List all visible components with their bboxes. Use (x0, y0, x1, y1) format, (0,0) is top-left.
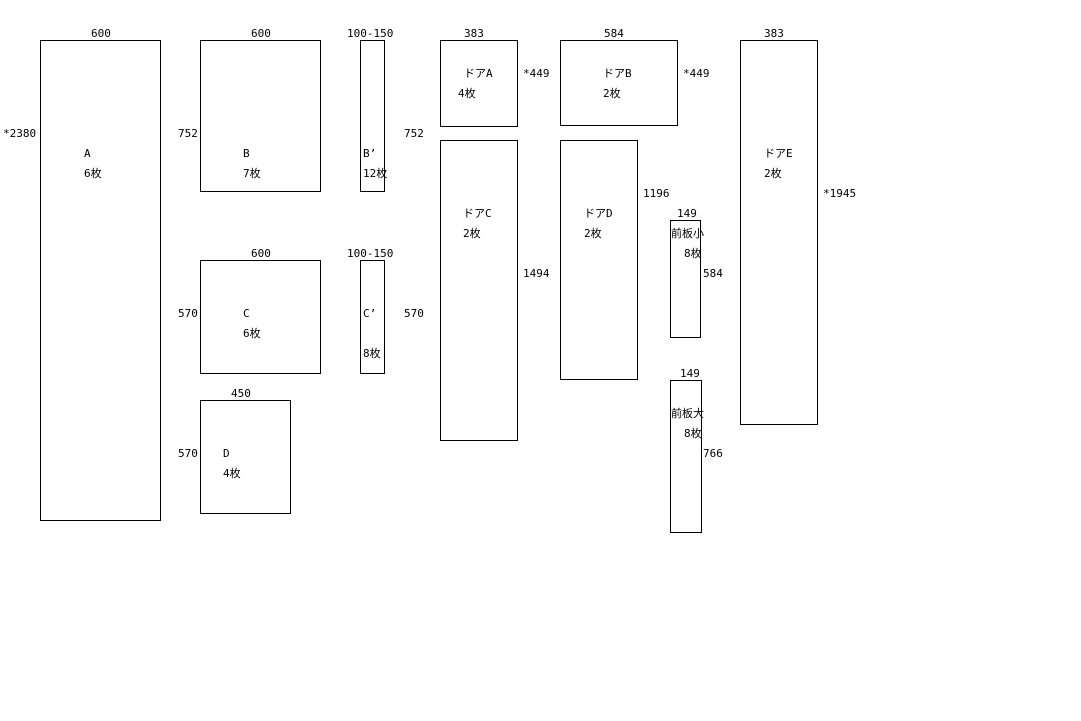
panel-door-c-name: ドアC (463, 207, 492, 220)
panel-c-qty: 6枚 (243, 327, 261, 340)
panel-b-qty: 7枚 (243, 167, 261, 180)
panel-door-a-height: *449 (523, 67, 550, 80)
panel-door-e-width: 383 (764, 27, 784, 40)
panel-front-large-qty: 8枚 (684, 427, 702, 440)
panel-a-qty: 6枚 (84, 167, 102, 180)
panel-door-d-qty: 2枚 (584, 227, 602, 240)
panel-c-width: 600 (251, 247, 271, 260)
panel-d-width: 450 (231, 387, 251, 400)
panel-front-large-width: 149 (680, 367, 700, 380)
panel-front-small-width: 149 (677, 207, 697, 220)
panel-b-height: 752 (178, 127, 198, 140)
panel-front-small-qty: 8枚 (684, 247, 702, 260)
panel-a-height: *2380 (3, 127, 37, 140)
panel-door-b-height: *449 (683, 67, 710, 80)
panel-b-prime-name: B’ (363, 147, 377, 160)
panel-door-c (440, 140, 518, 441)
panel-door-e-qty: 2枚 (764, 167, 782, 180)
panel-front-small (670, 220, 701, 338)
panel-b-prime-qty: 12枚 (363, 167, 388, 180)
panel-front-large-name: 前板大 (671, 407, 704, 420)
panel-c-prime-qty: 8枚 (363, 347, 381, 360)
panel-b-prime-height: 752 (404, 127, 424, 140)
panel-front-small-height: 584 (703, 267, 723, 280)
panel-door-e (740, 40, 818, 425)
panel-door-b (560, 40, 678, 126)
panel-door-a-name: ドアA (464, 67, 493, 80)
panel-a-name: A (84, 147, 91, 160)
panel-d-height: 570 (178, 447, 198, 460)
panel-b-width: 600 (251, 27, 271, 40)
panel-door-b-width: 584 (604, 27, 624, 40)
panel-b-name: B (243, 147, 250, 160)
panel-door-e-name: ドアE (764, 147, 793, 160)
panel-d-qty: 4枚 (223, 467, 241, 480)
panel-c-name: C (243, 307, 250, 320)
panel-door-a-width: 383 (464, 27, 484, 40)
panel-door-b-qty: 2枚 (603, 87, 621, 100)
panel-door-e-height: *1945 (823, 187, 857, 200)
panel-door-c-qty: 2枚 (463, 227, 481, 240)
panel-c-prime (360, 260, 385, 374)
panel-door-a (440, 40, 518, 127)
panel-c-height: 570 (178, 307, 198, 320)
panel-a (40, 40, 161, 521)
panel-b-prime (360, 40, 385, 192)
panel-b-prime-width: 100-150 (347, 27, 394, 40)
panel-b (200, 40, 321, 192)
panel-front-small-name: 前板小 (671, 227, 704, 240)
panel-c (200, 260, 321, 374)
panel-door-b-name: ドアB (603, 67, 632, 80)
panel-door-a-qty: 4枚 (458, 87, 476, 100)
panel-c-prime-height: 570 (404, 307, 424, 320)
panel-front-large-height: 766 (703, 447, 723, 460)
panel-front-large (670, 380, 702, 533)
panel-door-d-height: 1196 (643, 187, 670, 200)
panel-door-d (560, 140, 638, 380)
panel-d (200, 400, 291, 514)
panel-c-prime-width: 100-150 (347, 247, 394, 260)
panel-d-name: D (223, 447, 230, 460)
panel-c-prime-name: C’ (363, 307, 377, 320)
panel-a-width: 600 (91, 27, 111, 40)
panel-door-d-name: ドアD (584, 207, 613, 220)
panel-door-c-height: 1494 (523, 267, 550, 280)
